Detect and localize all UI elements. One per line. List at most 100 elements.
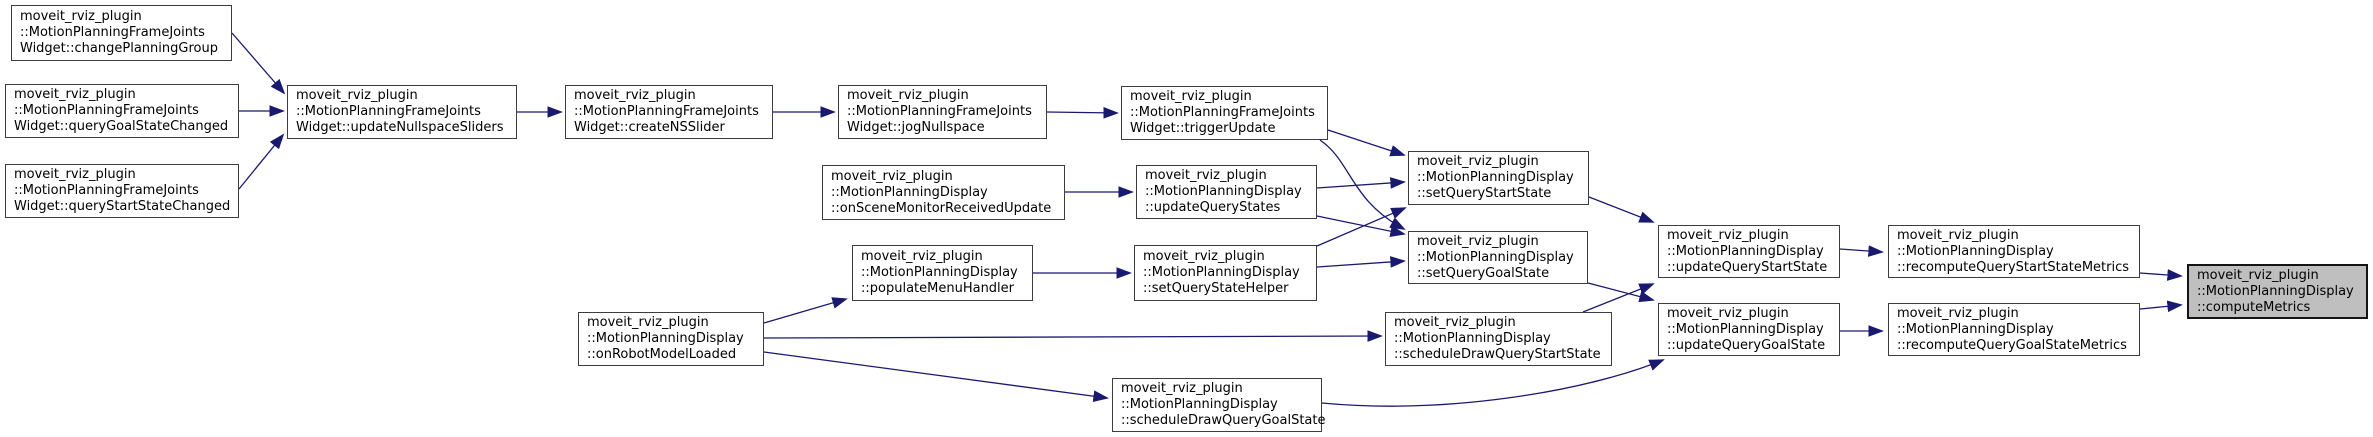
node-label-line: Widget::updateNullspaceSliders <box>296 120 504 135</box>
node-label-line: moveit_rviz_plugin <box>1897 227 2019 243</box>
node-triggerUpdate[interactable]: moveit_rviz_plugin ::MotionPlanningFrame… <box>1121 86 1328 140</box>
node-label-line: ::populateMenuHandler <box>861 281 1015 296</box>
node-label-line: Widget::queryGoalStateChanged <box>14 119 229 134</box>
node-changePlanningGroup[interactable]: moveit_rviz_plugin ::MotionPlanningFrame… <box>11 5 232 61</box>
node-label-line: ::computeMetrics <box>2197 299 2311 315</box>
node-label-line: ::setQueryStartState <box>1417 186 1552 201</box>
node-onSceneMonitorReceivedUpdate[interactable]: moveit_rviz_plugin ::MotionPlanningDispl… <box>822 165 1065 220</box>
node-label-line: moveit_rviz_plugin <box>2197 267 2319 283</box>
node-label-line: ::onRobotModelLoaded <box>587 347 737 362</box>
node-label-line: moveit_rviz_plugin <box>1130 89 1252 104</box>
node-label-line: ::MotionPlanningDisplay <box>1121 397 1278 412</box>
node-label-line: moveit_rviz_plugin <box>1417 154 1539 169</box>
edge-recomputeQueryGoalStateMetrics-to-computeMetrics <box>2139 300 2183 313</box>
edge-scheduleDrawQueryGoalState-to-updateQueryGoalState <box>1321 359 1665 407</box>
node-label-line: ::MotionPlanningFrameJoints <box>296 104 481 119</box>
node-populateMenuHandler[interactable]: moveit_rviz_plugin ::MotionPlanningDispl… <box>852 245 1033 301</box>
node-label-line: ::MotionPlanningDisplay <box>1667 243 1824 259</box>
node-label-line: Widget::changePlanningGroup <box>20 41 218 56</box>
node-setQueryStartState[interactable]: moveit_rviz_plugin ::MotionPlanningDispl… <box>1408 151 1589 205</box>
node-label-line: ::MotionPlanningDisplay <box>1897 321 2054 337</box>
node-label-line: ::setQueryStateHelper <box>1143 281 1289 296</box>
edge-changePlanningGroup-to-updateNullspaceSliders <box>231 32 286 95</box>
node-label-line: moveit_rviz_plugin <box>20 9 142 24</box>
edge-setQueryGoalState-to-updateQueryGoalState <box>1587 282 1655 303</box>
node-scheduleDrawQueryStartState[interactable]: moveit_rviz_plugin ::MotionPlanningDispl… <box>1385 312 1612 366</box>
edge-updateQueryStartState-to-recomputeQueryStartStateMetrics <box>1839 245 1884 257</box>
node-label-line: ::onSceneMonitorReceivedUpdate <box>831 200 1052 216</box>
node-label-line: ::MotionPlanningDisplay <box>861 265 1018 280</box>
node-label-line: ::updateQueryStartState <box>1667 259 1828 275</box>
node-label-line: moveit_rviz_plugin <box>861 249 983 264</box>
node-label-line: ::MotionPlanningFrameJoints <box>847 104 1032 119</box>
node-createNSSlider[interactable]: moveit_rviz_plugin ::MotionPlanningFrame… <box>565 85 773 139</box>
node-label-line: moveit_rviz_plugin <box>296 88 418 103</box>
node-label-line: ::setQueryGoalState <box>1417 265 1550 281</box>
node-label-line: ::MotionPlanningFrameJoints <box>1130 105 1315 120</box>
edge-queryStartStateChanged-to-updateNullspaceSliders <box>238 133 285 190</box>
node-label-line: moveit_rviz_plugin <box>1667 227 1789 243</box>
edge-onRobotModelLoaded-to-scheduleDrawQueryGoalState <box>763 351 1109 402</box>
node-label-line: moveit_rviz_plugin <box>14 87 136 102</box>
node-label-line: moveit_rviz_plugin <box>847 88 969 103</box>
node-updateQueryGoalState[interactable]: moveit_rviz_plugin ::MotionPlanningDispl… <box>1658 303 1840 356</box>
node-recomputeQueryGoalStateMetrics[interactable]: moveit_rviz_plugin ::MotionPlanningDispl… <box>1888 303 2140 356</box>
edge-onRobotModelLoaded-to-scheduleDrawQueryStartState <box>763 330 1383 342</box>
node-label-line: moveit_rviz_plugin <box>1143 249 1265 264</box>
node-label-line: ::scheduleDrawQueryGoalState <box>1121 413 1326 428</box>
node-label-line: ::updateQueryStates <box>1145 200 1281 215</box>
edge-triggerUpdate-to-setQueryStartState <box>1327 129 1406 157</box>
node-label-line: moveit_rviz_plugin <box>831 168 953 184</box>
node-updateNullspaceSliders[interactable]: moveit_rviz_plugin ::MotionPlanningFrame… <box>287 85 517 139</box>
node-setQueryStateHelper[interactable]: moveit_rviz_plugin ::MotionPlanningDispl… <box>1134 245 1317 301</box>
node-queryStartStateChanged[interactable]: moveit_rviz_plugin ::MotionPlanningFrame… <box>5 164 239 218</box>
node-label-line: ::MotionPlanningDisplay <box>2197 283 2354 299</box>
edge-updateQueryStates-to-setQueryStartState <box>1316 177 1406 189</box>
node-scheduleDrawQueryGoalState[interactable]: moveit_rviz_plugin ::MotionPlanningDispl… <box>1112 378 1326 432</box>
node-queryGoalStateChanged[interactable]: moveit_rviz_plugin ::MotionPlanningFrame… <box>5 84 239 138</box>
edge-triggerUpdate-to-setQueryGoalState <box>1319 139 1406 230</box>
node-label-line: ::MotionPlanningDisplay <box>1145 184 1302 199</box>
node-label-line: Widget::queryStartStateChanged <box>14 199 231 214</box>
node-label-line: Widget::triggerUpdate <box>1130 121 1276 136</box>
node-label-line: ::MotionPlanningDisplay <box>1394 331 1551 346</box>
node-label-line: ::MotionPlanningDisplay <box>587 331 744 346</box>
node-label-line: ::recomputeQueryStartStateMetrics <box>1897 259 2130 275</box>
node-updateQueryStartState[interactable]: moveit_rviz_plugin ::MotionPlanningDispl… <box>1658 225 1840 278</box>
node-label-line: ::scheduleDrawQueryStartState <box>1394 347 1601 362</box>
node-label-line: moveit_rviz_plugin <box>1897 305 2019 321</box>
edge-updateQueryStates-to-setQueryGoalState <box>1316 215 1406 237</box>
node-recomputeQueryStartStateMetrics[interactable]: moveit_rviz_plugin ::MotionPlanningDispl… <box>1888 225 2140 278</box>
node-label-line: moveit_rviz_plugin <box>1145 168 1267 183</box>
node-label-line: ::MotionPlanningDisplay <box>1897 243 2054 259</box>
node-label-line: moveit_rviz_plugin <box>1121 381 1243 396</box>
node-updateQueryStates[interactable]: moveit_rviz_plugin ::MotionPlanningDispl… <box>1136 165 1317 219</box>
node-jogNullspace[interactable]: moveit_rviz_plugin ::MotionPlanningFrame… <box>838 85 1047 139</box>
node-label-line: ::MotionPlanningFrameJoints <box>20 25 205 40</box>
node-label-line: ::MotionPlanningDisplay <box>1667 321 1824 337</box>
node-label-line: ::MotionPlanningDisplay <box>1143 265 1300 280</box>
node-label-line: moveit_rviz_plugin <box>14 167 136 182</box>
node-label-line: ::updateQueryGoalState <box>1667 337 1826 353</box>
node-label-line: Widget::createNSSlider <box>574 120 725 135</box>
node-label-line: moveit_rviz_plugin <box>574 88 696 103</box>
node-label-line: ::MotionPlanningFrameJoints <box>14 103 199 118</box>
edge-setQueryStateHelper-to-setQueryGoalState <box>1316 256 1406 268</box>
node-label-line: moveit_rviz_plugin <box>587 315 709 330</box>
node-setQueryGoalState[interactable]: moveit_rviz_plugin ::MotionPlanningDispl… <box>1408 231 1588 284</box>
edge-recomputeQueryStartStateMetrics-to-computeMetrics <box>2139 269 2183 281</box>
node-label-line: moveit_rviz_plugin <box>1394 315 1516 330</box>
node-label-line: moveit_rviz_plugin <box>1417 233 1539 249</box>
node-label-line: ::MotionPlanningFrameJoints <box>14 183 199 198</box>
node-label-line: ::MotionPlanningDisplay <box>1417 249 1574 265</box>
node-onRobotModelLoaded[interactable]: moveit_rviz_plugin ::MotionPlanningDispl… <box>578 312 764 366</box>
node-label-line: ::MotionPlanningDisplay <box>831 184 988 200</box>
edge-jogNullspace-to-triggerUpdate <box>1046 106 1119 119</box>
edge-setQueryStateHelper-to-setQueryStartState <box>1316 207 1407 247</box>
node-computeMetrics: moveit_rviz_plugin ::MotionPlanningDispl… <box>2187 264 2368 319</box>
edge-scheduleDrawQueryStartState-to-updateQueryStartState <box>1582 283 1655 313</box>
node-label-line: ::MotionPlanningFrameJoints <box>574 104 759 119</box>
edge-onRobotModelLoaded-to-populateMenuHandler <box>763 297 848 324</box>
